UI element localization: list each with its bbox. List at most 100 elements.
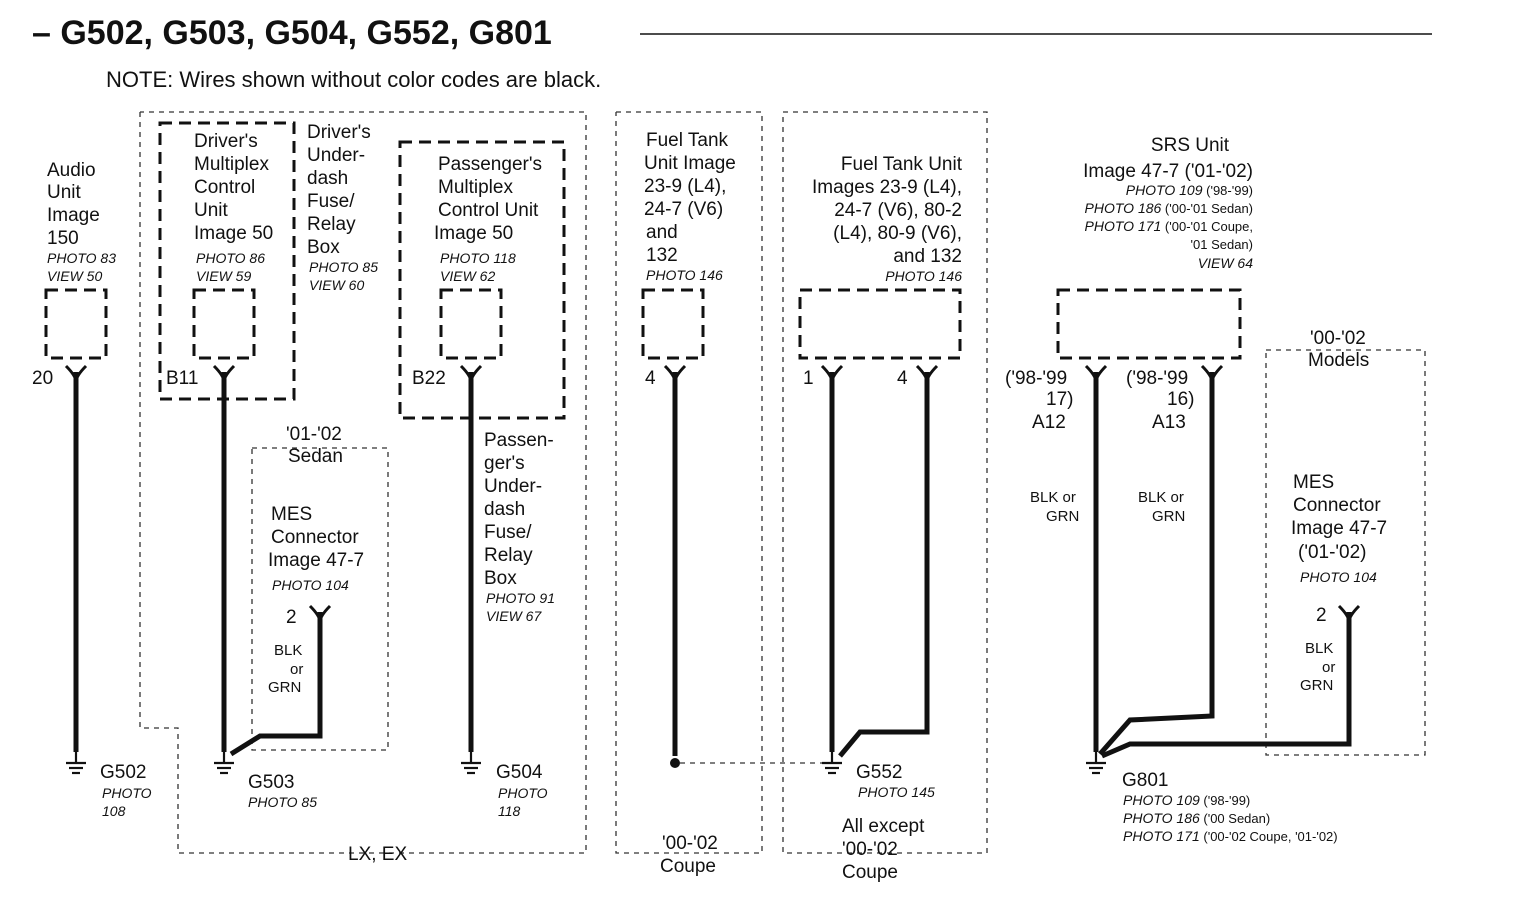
mes-sedan-pin: 2: [286, 607, 297, 628]
srs-pin-a12: ('98-'99: [1005, 368, 1067, 389]
ground-g801-photo: PHOTO 109 ('98-'99): [1123, 792, 1250, 808]
sedan-group-label: '01-'02: [286, 424, 342, 445]
passengers-fuse-box-label: Under-: [484, 476, 542, 497]
srs-pin-a13: ('98-'99: [1126, 368, 1188, 389]
fuel-tank-coupe-label: and: [646, 222, 678, 243]
ground-g504-photo: PHOTO: [498, 785, 548, 801]
drivers-mcu-view: VIEW 59: [196, 268, 251, 284]
fuel-tank-coupe-label: 23-9 (L4),: [644, 176, 726, 197]
passengers-mcu-outline: [398, 140, 566, 420]
lx-ex-group-label: LX, EX: [348, 844, 407, 865]
pin-terminal-icon: [64, 364, 1361, 623]
mes-sedan-label: Connector: [271, 527, 359, 548]
fuel-tank-other-label: Images 23-9 (L4),: [812, 177, 962, 198]
mes-models-label: MES: [1293, 472, 1334, 493]
fuel-tank-other-label: Fuel Tank Unit: [841, 154, 963, 175]
coupe-group-label: '00-'02: [662, 833, 718, 854]
drivers-fuse-box-label: Driver's: [307, 122, 371, 143]
models-group-label: Models: [1308, 350, 1369, 371]
drivers-fuse-box-photo: PHOTO 85: [309, 259, 378, 275]
drivers-fuse-box-view: VIEW 60: [309, 277, 364, 293]
fuel-tank-other-pin: 1: [803, 368, 814, 389]
ground-g502-photo: PHOTO: [102, 785, 152, 801]
fuel-tank-coupe-label: 132: [646, 245, 678, 266]
mes-models-wire-color: BLK: [1305, 640, 1333, 657]
passengers-mcu-label: Passenger's: [438, 154, 542, 175]
ground-g503-photo: PHOTO 85: [248, 794, 317, 810]
drivers-mcu-pin: B11: [166, 368, 198, 389]
srs-pin-a13: 16): [1167, 389, 1194, 410]
ground-icon: [66, 752, 1106, 775]
passengers-fuse-box-label: Relay: [484, 545, 533, 566]
drivers-fuse-box-label: Box: [307, 237, 340, 258]
all-except-group-outline: [782, 111, 988, 854]
fuel-tank-other-label: (L4), 80-9 (V6),: [833, 223, 962, 244]
fuel-tank-coupe-connector: [641, 288, 705, 360]
passengers-fuse-box-label: dash: [484, 499, 525, 520]
wire-g552-pin4: [838, 372, 930, 758]
ground-g801-photo: PHOTO 186 ('00 Sedan): [1123, 810, 1270, 826]
passengers-mcu-label: Image 50: [434, 223, 513, 244]
passengers-fuse-box-label: Passen-: [484, 430, 554, 451]
ground-g504-photo: 118: [498, 803, 521, 819]
drivers-mcu-label: Unit: [194, 200, 229, 221]
models-group-label: '00-'02: [1310, 328, 1366, 349]
fuel-tank-other-label: and 132: [893, 246, 962, 267]
note-text: NOTE: Wires shown without color codes ar…: [106, 67, 601, 92]
srs-pin-a12: 17): [1046, 389, 1073, 410]
ground-g552-label: G552: [856, 762, 902, 783]
audio-unit-view: VIEW 50: [47, 268, 102, 284]
drivers-mcu-label: Driver's: [194, 131, 258, 152]
ground-g504-label: G504: [496, 762, 543, 783]
srs-unit-label: Image 47-7 ('01-'02): [1083, 161, 1253, 182]
drivers-mcu-label: Image 50: [194, 223, 273, 244]
audio-unit-label: Unit: [47, 182, 82, 203]
passengers-mcu-pin: B22: [412, 368, 446, 389]
audio-unit-pin: 20: [32, 368, 53, 389]
drivers-fuse-box-label: Fuse/: [307, 191, 355, 212]
passengers-fuse-box-label: ger's: [484, 453, 525, 474]
passengers-fuse-box-view: VIEW 67: [486, 608, 542, 624]
sedan-group-label: Sedan: [288, 446, 343, 467]
ground-g801-photo: PHOTO 171 ('00-'02 Coupe, '01-'02): [1123, 828, 1338, 844]
fuel-tank-other-label: 24-7 (V6), 80-2: [834, 200, 962, 221]
mes-sedan-wire-color: BLK: [274, 642, 302, 659]
mes-models-label: ('01-'02): [1298, 542, 1367, 563]
mes-models-label: Connector: [1293, 495, 1381, 516]
mes-sedan-wire-color: GRN: [268, 679, 301, 696]
mes-sedan-label: MES: [271, 504, 312, 525]
srs-unit-connector: [1056, 288, 1242, 360]
passengers-fuse-box-label: Box: [484, 568, 517, 589]
ground-g502-label: G502: [100, 762, 146, 783]
coupe-group-label: Coupe: [660, 856, 716, 877]
models-00-02-group-outline: [1265, 349, 1426, 756]
splice-point: [670, 758, 680, 768]
passengers-mcu-view: VIEW 62: [440, 268, 495, 284]
srs-unit-photo: PHOTO 186 ('00-'01 Sedan): [1085, 200, 1253, 216]
wire-g801-mes: [1101, 612, 1352, 759]
audio-unit-label: Audio: [47, 160, 96, 181]
audio-unit-connector: [44, 288, 108, 360]
drivers-mcu-photo: PHOTO 86: [196, 250, 265, 266]
srs-a13-wire-color: GRN: [1152, 508, 1185, 525]
ground-g502-photo: 108: [102, 803, 126, 819]
mes-models-photo: PHOTO 104: [1300, 569, 1377, 585]
drivers-mcu-label: Control: [194, 177, 255, 198]
srs-unit-label: SRS Unit: [1151, 135, 1230, 156]
passengers-mcu-connector: [439, 288, 503, 360]
mes-models-wire-color: or: [1322, 659, 1335, 676]
mes-sedan-photo: PHOTO 104: [272, 577, 349, 593]
srs-a12-wire-color: GRN: [1046, 508, 1079, 525]
ground-g801-label: G801: [1122, 770, 1168, 791]
fuel-tank-coupe-label: Unit Image: [644, 153, 736, 174]
fuel-tank-coupe-photo: PHOTO 146: [646, 267, 723, 283]
audio-unit-photo: PHOTO 83: [47, 250, 116, 266]
audio-unit-label: 150: [47, 228, 79, 249]
drivers-mcu-outline: [158, 121, 296, 401]
wire-g503-mes: [229, 612, 323, 757]
wire-g801-a13: [1098, 372, 1215, 756]
mes-sedan-label: Image 47-7: [268, 550, 364, 571]
fuel-tank-other-pin: 4: [897, 368, 908, 389]
drivers-mcu-connector: [192, 288, 256, 360]
